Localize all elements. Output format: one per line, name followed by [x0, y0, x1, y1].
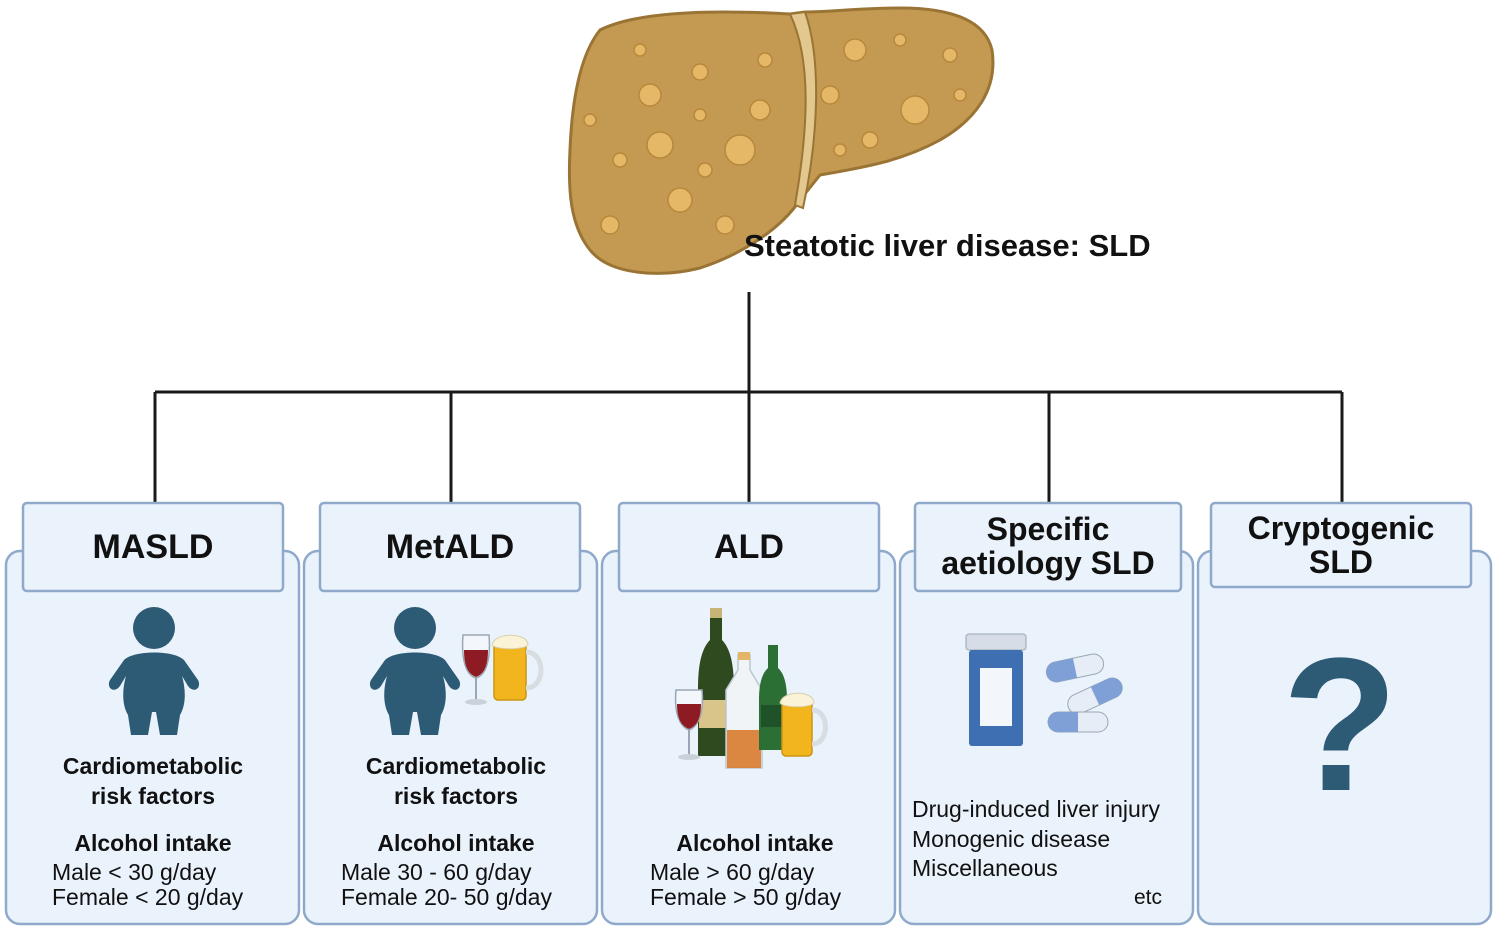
masld-risk-line1: Cardiometabolic	[62, 753, 244, 779]
header-cryptogenic-label: Cryptogenic SLD	[1211, 506, 1471, 584]
masld-male: Male < 30 g/day	[52, 859, 217, 885]
metald-risk-line1: Cardiometabolic	[365, 753, 547, 779]
question-mark-icon: ?	[1281, 619, 1399, 831]
masld-female: Female < 20 g/day	[52, 884, 244, 910]
header-cryptogenic-line2: SLD	[1309, 544, 1373, 580]
person-icon	[108, 607, 200, 735]
pill-bottle-icon	[965, 633, 1027, 746]
header-metald-label: MetALD	[385, 528, 515, 566]
specific-item-misc: Miscellaneous	[912, 855, 1058, 881]
header-masld	[21, 501, 285, 593]
bottles-icon	[674, 608, 828, 769]
header-metald	[318, 501, 582, 593]
specific-item-drug: Drug-induced liver injury	[912, 796, 1160, 822]
root-title: Steatotic liver disease: SLD	[744, 228, 1151, 263]
header-ald	[617, 501, 881, 593]
ald-female: Female > 50 g/day	[650, 884, 842, 910]
metald-alcohol-heading: Alcohol intake	[377, 830, 535, 856]
masld-alcohol-heading: Alcohol intake	[74, 830, 232, 856]
ald-male: Male > 60 g/day	[650, 859, 815, 885]
header-cryptogenic-line1: Cryptogenic	[1247, 510, 1435, 546]
header-cryptogenic	[1209, 501, 1473, 589]
metald-female: Female 20- 50 g/day	[341, 884, 552, 910]
capsule-icon	[1045, 653, 1123, 733]
beer-mug-icon	[491, 634, 544, 701]
ald-alcohol-heading: Alcohol intake	[676, 830, 834, 856]
header-specific	[913, 501, 1183, 593]
header-specific-line2: aetiology SLD	[941, 545, 1155, 581]
specific-item-monogenic: Monogenic disease	[912, 826, 1111, 852]
tree-connectors	[153, 292, 1344, 502]
person-icon	[369, 607, 461, 735]
header-masld-label: MASLD	[92, 528, 214, 566]
liver-icon	[567, 6, 995, 275]
header-ald-label: ALD	[714, 528, 784, 566]
metald-male: Male 30 - 60 g/day	[341, 859, 532, 885]
wine-glass-icon	[461, 634, 491, 705]
masld-risk-line2: risk factors	[90, 783, 215, 809]
header-specific-label: Specific aetiology SLD	[915, 506, 1181, 586]
specific-etc: etc	[1134, 886, 1163, 909]
metald-risk-line2: risk factors	[393, 783, 518, 809]
header-specific-line1: Specific	[986, 511, 1110, 547]
